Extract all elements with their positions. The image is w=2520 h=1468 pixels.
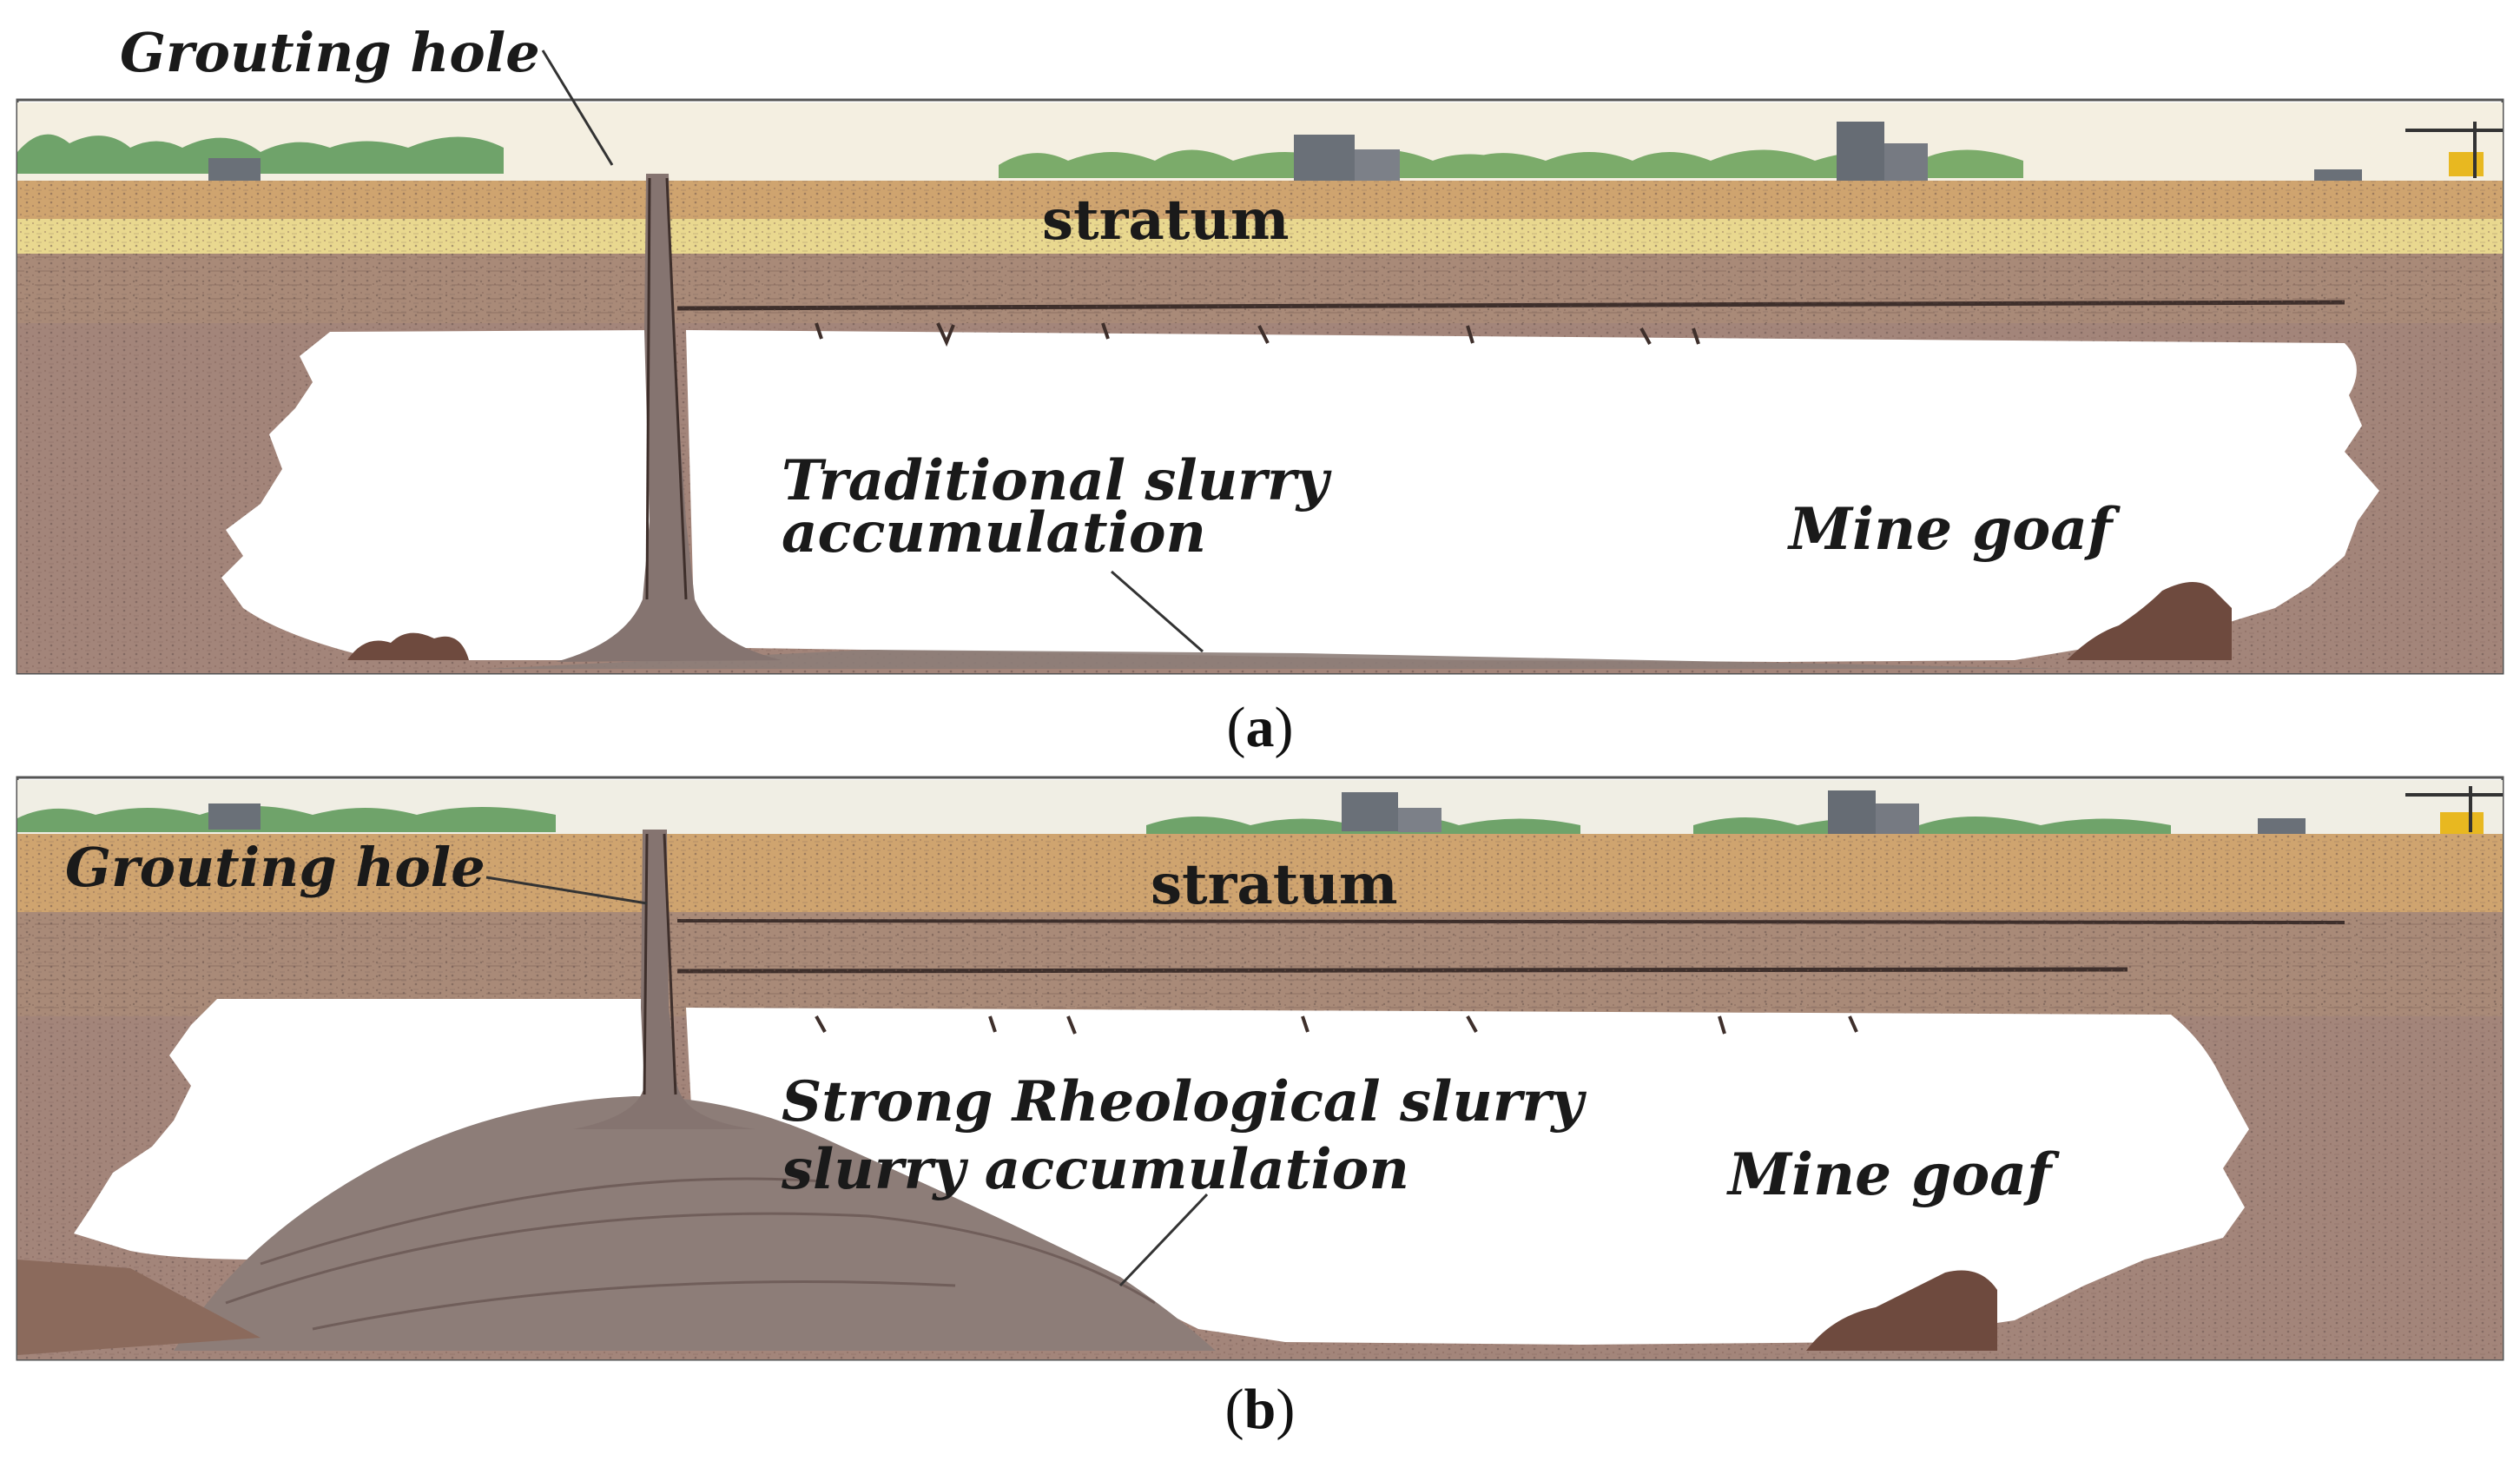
panel-b-rubble-right (1806, 1270, 1997, 1351)
panel-a-accumulation-label-line2: accumulation (782, 500, 1206, 565)
panel-a-building (1884, 143, 1928, 182)
caption-open-paren: ( (1226, 696, 1246, 759)
panel-b-grouting-hole (573, 830, 755, 1129)
panel-b: Grouting hole stratum Strong Rheological… (16, 776, 2504, 1361)
panel-a-goaf-label: Mine goaf (1787, 495, 2121, 563)
panel-a-accumulation-label-line1: Traditional slurry (782, 448, 1332, 513)
panel-b-vegetation (17, 806, 2171, 836)
panel-a-vegetation-right (999, 149, 2023, 178)
panel-a-rubble-left (347, 632, 469, 660)
panel-b-caption: (b) (0, 1377, 2520, 1443)
panel-b-building (208, 803, 261, 830)
panel-b-grouting-hole-label: Grouting hole (65, 836, 485, 899)
panel-a: Grouting hole stratum Traditional slurry… (16, 21, 2504, 675)
panel-a-vegetation (17, 134, 504, 174)
panel-b-goaf-label: Mine goaf (1726, 1141, 2060, 1208)
panel-b-stratum-label: stratum (1151, 852, 1398, 917)
panel-b-building (1876, 803, 1919, 834)
panel-a-slurry-layer (486, 650, 2067, 669)
panel-a-grouting-hole (556, 174, 782, 662)
panel-b-roof-cracks (815, 1015, 1858, 1035)
panel-b-building (2258, 818, 2306, 834)
panel-b-building (1342, 792, 1398, 831)
panel-a-grouting-hole-label: Grouting hole (120, 21, 540, 84)
panel-b-accumulation-label-line2: slurry accumulation (781, 1137, 1409, 1202)
panel-b-accumulation-label-line1: Strong Rheological slurry (782, 1069, 1587, 1134)
panel-a-building (1355, 149, 1400, 182)
caption-close-paren: ) (1274, 696, 1294, 759)
panel-b-building (1398, 808, 1441, 832)
panel-b-grouting-hole-leader (485, 876, 648, 905)
panel-a-slurry-leader (1111, 570, 1204, 653)
panel-a-rubble-right (2067, 582, 2232, 660)
panel-a-caption-letter: a (1245, 696, 1275, 759)
panel-b-slurry-leader (1118, 1193, 1209, 1287)
caption-close-paren: ) (1276, 1378, 1296, 1441)
panel-b-slurry-mound (174, 1096, 1216, 1351)
panel-a-building (208, 158, 261, 181)
panel-a-building (1294, 135, 1355, 182)
panel-a-crane-icon (2405, 122, 2503, 178)
panel-a-grouting-hole-leader (541, 50, 614, 166)
panel-a-caption: (a) (0, 695, 2520, 761)
panel-a-stratum-label: stratum (1042, 188, 1290, 253)
panel-a-goaf-left (221, 330, 660, 660)
panel-b-building (1828, 790, 1876, 834)
caption-open-paren: ( (1224, 1378, 1244, 1441)
panel-a-building (2314, 169, 2362, 182)
panel-b-crane-icon (2405, 786, 2503, 834)
panel-b-rubble-left (17, 1260, 261, 1355)
panel-a-roof-cracks (815, 322, 1700, 347)
panel-b-slurry-layering (225, 1177, 1156, 1331)
panel-a-goaf-main (686, 330, 2379, 662)
panel-a-building (1837, 122, 1884, 182)
panel-b-caption-letter: b (1244, 1378, 1276, 1441)
